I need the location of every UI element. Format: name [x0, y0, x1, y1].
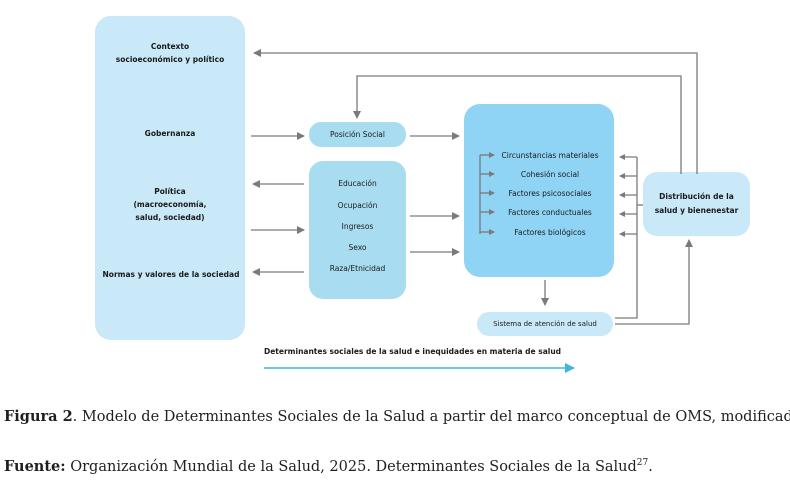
source-caption-label: Fuente: [4, 458, 66, 475]
feedback-arrow-context [253, 49, 698, 174]
source-caption-end: . [648, 459, 653, 475]
intermediary-cohesion: Cohesión social [520, 170, 580, 179]
social-position-label: Posición Social [329, 130, 385, 139]
policy-line3: salud, sociedad) [135, 213, 205, 222]
policy-line1: Política [154, 187, 186, 196]
health-system-label: Sistema de atención de salud [493, 320, 597, 328]
norms-label: Normas y valores de la sociedad [102, 270, 240, 279]
stratifier-ethnicity: Raza/Etnicidad [329, 264, 386, 273]
health-system-box: Sistema de atención de salud [477, 312, 613, 336]
stratifier-education: Educación [338, 179, 377, 188]
feedback-health-intermediary [615, 157, 638, 319]
context-box: Contexto socioeconómico y político Gober… [95, 16, 245, 340]
source-caption-text: Organización Mundial de la Salud, 2025. … [65, 459, 637, 475]
context-title: Contexto socioeconómico y político [95, 40, 245, 66]
intermediary-biological: Factores biológicos [514, 228, 586, 237]
arrow-health-distribution [615, 239, 693, 325]
intermediary-psychosocial: Factores psicosociales [508, 189, 592, 198]
feedback-arrow-position [353, 75, 682, 174]
figure-caption-label: Figura 2 [4, 408, 73, 425]
distribution-box: Distribución de la salud y bienenestar [643, 172, 750, 236]
stratifier-income: Ingresos [341, 222, 374, 231]
stratifier-sex: Sexo [348, 243, 367, 252]
intermediary-material: Circunstancias materiales [501, 151, 599, 160]
distribution-line1: Distribución de la [659, 192, 734, 201]
policy-label: Política (macroeconomía, salud, sociedad… [95, 185, 245, 224]
context-title-line1: Contexto [150, 42, 190, 51]
social-position-box: Posición Social [309, 122, 406, 147]
intermediary-behavioral: Factores conductuales [508, 208, 592, 217]
distribution-line2: salud y bienenestar [654, 206, 739, 215]
source-caption-ref: 27 [636, 458, 649, 469]
context-title-line2: socioeconómico y político [115, 55, 225, 64]
stratifiers-box: Educación Ocupación Ingresos Sexo Raza/E… [309, 161, 406, 299]
governance-label: Gobernanza [144, 129, 196, 138]
figure-caption: Figura 2. Modelo de Determinantes Social… [4, 408, 790, 425]
source-caption: Fuente: Organización Mundial de la Salud… [4, 458, 653, 475]
bottom-arrow-label: Determinantes sociales de la salud e ine… [264, 347, 562, 356]
figure-caption-text: . Modelo de Determinantes Sociales de la… [72, 409, 790, 425]
stratifier-occupation: Ocupación [337, 201, 378, 210]
policy-line2: (macroeconomía, [133, 200, 207, 209]
